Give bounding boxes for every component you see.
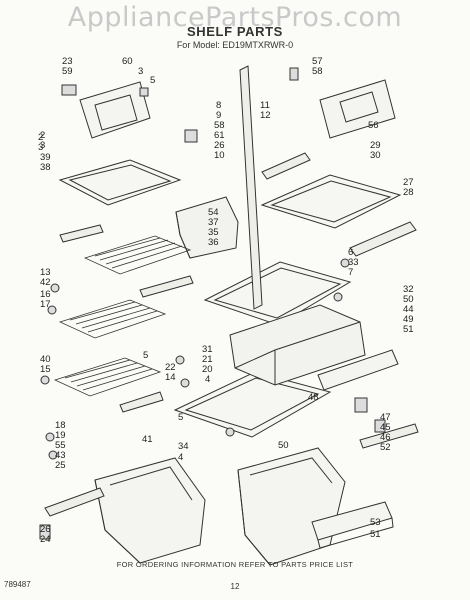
callout-label: 58 xyxy=(214,120,225,131)
callout-label: 52 xyxy=(380,442,391,453)
trim-pieces xyxy=(59,224,419,449)
callout-label: 33 xyxy=(348,257,359,268)
callout-label: 51 xyxy=(403,324,414,335)
callout-label: 58 xyxy=(312,66,323,77)
callout-label: 7 xyxy=(348,267,353,278)
callout-label: 5 xyxy=(178,412,183,423)
callout-label: 3 xyxy=(138,66,143,77)
callout-label: 19 xyxy=(55,430,66,441)
callout-label: 20 xyxy=(202,364,213,375)
callout-label: 12 xyxy=(260,110,271,121)
slide-rail xyxy=(44,487,105,517)
callout-label: 54 xyxy=(208,207,219,218)
callout-label: 60 xyxy=(122,56,133,67)
callout-label: 5 xyxy=(143,350,148,361)
glass-shelf-top-left xyxy=(58,159,182,206)
callout-label: 55 xyxy=(55,440,66,451)
shelf-support-rail xyxy=(239,65,263,310)
callout-label: 14 xyxy=(165,372,176,383)
callout-label: 8 xyxy=(216,100,221,111)
callout-label: 43 xyxy=(55,450,66,461)
callout-label: 13 xyxy=(40,267,51,278)
drawer-cover-strip xyxy=(317,349,399,391)
wire-shelf-1 xyxy=(83,235,192,275)
callout-label: 16 xyxy=(40,289,51,300)
shelf-bracket-right xyxy=(319,79,396,139)
callout-label: 2 xyxy=(38,132,43,143)
callout-label: 51 xyxy=(370,529,381,540)
ordering-note: FOR ORDERING INFORMATION REFER TO PARTS … xyxy=(116,560,354,569)
callout-label: 18 xyxy=(55,420,66,431)
callout-label: 28 xyxy=(403,187,414,198)
shelf-trim-27-28 xyxy=(261,152,417,257)
callout-label: 56 xyxy=(368,120,379,131)
callout-label: 41 xyxy=(142,434,153,445)
callout-label: 22 xyxy=(165,362,176,373)
callout-label: 15 xyxy=(40,364,51,375)
callout-label: 44 xyxy=(403,304,414,315)
callout-label: 29 xyxy=(370,140,381,151)
callout-label: 59 xyxy=(62,66,73,77)
crisper-drawer-right xyxy=(237,447,346,566)
callout-label: 35 xyxy=(208,227,219,238)
callout-label: 4 xyxy=(205,374,210,385)
callout-label: 2 xyxy=(40,130,45,141)
shelf-bracket-left xyxy=(79,81,151,139)
callout-labels: 2359603557588911125861261056233938293027… xyxy=(38,56,414,545)
callout-label: 47 xyxy=(380,412,391,423)
callout-label: 10 xyxy=(214,150,225,161)
wire-shelf-2 xyxy=(58,299,167,339)
callout-label: 38 xyxy=(40,162,51,173)
callout-label: 50 xyxy=(403,294,414,305)
callout-label: 26 xyxy=(214,140,225,151)
callout-label: 31 xyxy=(202,344,213,355)
callout-label: 6 xyxy=(348,247,353,258)
callout-label: 45 xyxy=(380,422,391,433)
callout-label: 26 xyxy=(40,524,51,535)
callout-label: 5 xyxy=(150,75,155,86)
callout-label: 4 xyxy=(178,452,183,463)
wire-shelf-3 xyxy=(53,357,162,397)
deli-drawer xyxy=(229,304,366,386)
storage-bin xyxy=(175,196,239,259)
callout-label: 37 xyxy=(208,217,219,228)
callout-label: 30 xyxy=(370,150,381,161)
page-number: 12 xyxy=(230,582,240,591)
callout-label: 23 xyxy=(62,56,73,67)
drawer-front-panel xyxy=(311,501,394,549)
callout-label: 25 xyxy=(55,460,66,471)
diagram-number: 789487 xyxy=(4,580,31,589)
callout-label: 48 xyxy=(308,392,319,403)
callout-label: 34 xyxy=(178,441,189,452)
callout-label: 61 xyxy=(214,130,225,141)
callout-label: 3 xyxy=(38,142,43,153)
callout-label: 53 xyxy=(370,517,381,528)
callout-label: 11 xyxy=(260,100,270,111)
callout-label: 32 xyxy=(403,284,414,295)
callout-label: 50 xyxy=(278,440,289,451)
callout-label: 24 xyxy=(40,534,51,545)
callout-label: 57 xyxy=(312,56,323,67)
callout-label: 39 xyxy=(40,152,51,163)
callout-label: 36 xyxy=(208,237,219,248)
callout-label: 21 xyxy=(202,354,213,365)
callout-label: 40 xyxy=(40,354,51,365)
callout-label: 9 xyxy=(216,110,221,121)
hardware-clips xyxy=(39,67,386,540)
callout-label: 17 xyxy=(40,299,51,310)
glass-shelf-top-right xyxy=(260,174,402,229)
model-line: For Model: ED19MTXRWR-0 xyxy=(176,40,294,50)
callout-label: 46 xyxy=(380,432,391,443)
glass-shelf-lower xyxy=(173,371,332,438)
watermark: AppliancePartsPros.com xyxy=(67,2,403,33)
callout-label: 3 xyxy=(40,140,45,151)
callout-label: 49 xyxy=(403,314,414,325)
crisper-drawer-left xyxy=(94,457,206,564)
callout-label: 42 xyxy=(40,277,51,288)
page-title: SHELF PARTS xyxy=(187,24,283,39)
callout-label: 27 xyxy=(403,177,414,188)
